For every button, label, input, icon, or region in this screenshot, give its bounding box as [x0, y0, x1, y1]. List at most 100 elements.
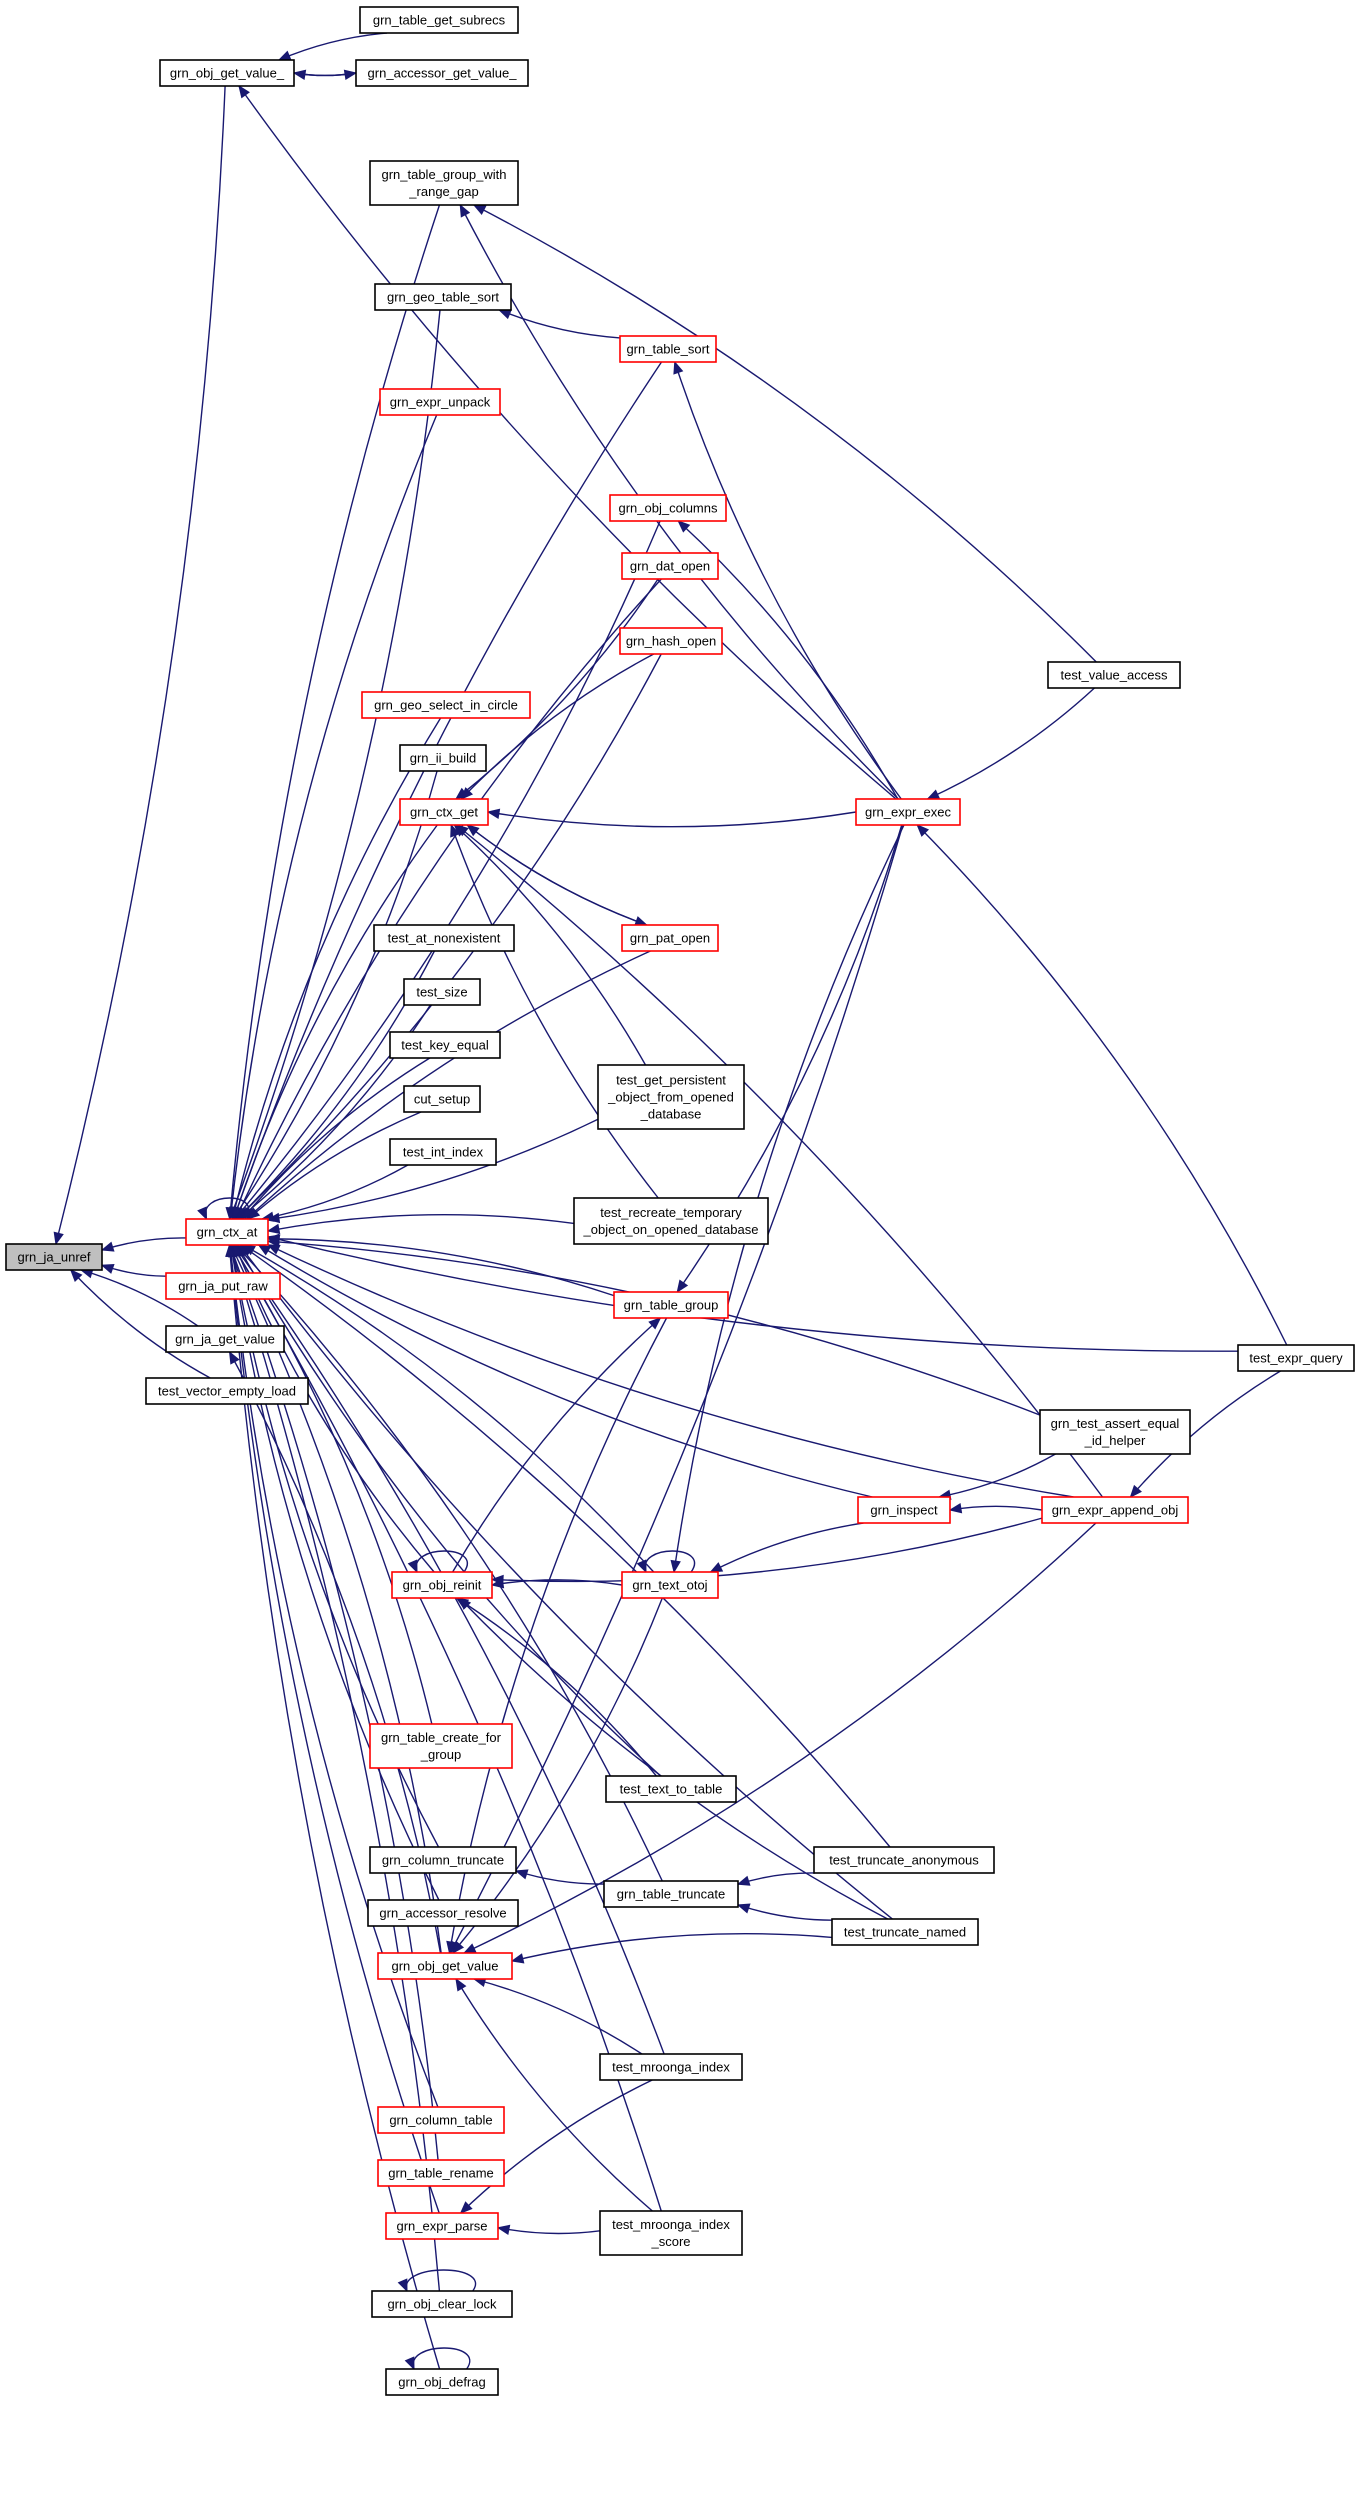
edge-grn_pat_open-to-grn_ctx_get	[466, 824, 647, 926]
edge-line	[473, 1978, 643, 2055]
node-box	[621, 924, 719, 952]
node-label: grn_column_truncate	[382, 1853, 504, 1868]
node-grn-ja-unref[interactable]: grn_ja_unref	[5, 1243, 103, 1271]
node-grn-table-sort[interactable]: grn_table_sort	[619, 335, 717, 363]
edge-line	[405, 2269, 477, 2292]
node-box	[403, 978, 481, 1006]
edge-grn_ctx_get-to-grn_pat_open	[466, 824, 648, 926]
edge-line	[644, 1550, 695, 1573]
edge-arrowhead	[459, 203, 471, 218]
node-grn-geo-select-in-circle[interactable]: grn_geo_select_in_circle	[361, 691, 531, 719]
node-test-truncate-anonymous[interactable]: test_truncate_anonymous	[813, 1846, 995, 1874]
node-grn-inspect[interactable]: grn_inspect	[857, 1496, 951, 1524]
edge-test_recreate_temporary_object_on_opened_database-to-grn_ctx_at	[266, 1213, 575, 1235]
node-test-mroonga-index-score[interactable]: test_mroonga_index_score	[599, 2210, 743, 2256]
node-grn-column-truncate[interactable]: grn_column_truncate	[369, 1846, 517, 1874]
edge-test_mroonga_index-to-grn_ctx_at	[233, 1243, 665, 2055]
node-label: grn_table_truncate	[617, 1887, 725, 1902]
edge-line	[415, 1550, 468, 1573]
edge-line	[487, 811, 857, 828]
node-grn-pat-open[interactable]: grn_pat_open	[621, 924, 719, 952]
node-box	[355, 59, 529, 87]
node-grn-ja-put-raw[interactable]: grn_ja_put_raw	[165, 1272, 281, 1300]
node-grn-table-rename[interactable]: grn_table_rename	[377, 2159, 505, 2187]
edge-arrowhead	[916, 824, 930, 837]
edge-line	[412, 2347, 471, 2370]
node-grn-expr-parse[interactable]: grn_expr_parse	[385, 2212, 499, 2240]
node-box	[369, 160, 519, 206]
node-test-mroonga-index[interactable]: test_mroonga_index	[599, 2053, 743, 2081]
edge-arrowhead	[490, 1574, 504, 1586]
node-test-expr-query[interactable]: test_expr_query	[1237, 1344, 1355, 1372]
edge-test_expr_query-to-grn_expr_append_obj	[1129, 1370, 1281, 1498]
node-grn-column-table[interactable]: grn_column_table	[377, 2106, 505, 2134]
node-grn-table-group[interactable]: grn_table_group	[613, 1291, 729, 1319]
node-grn-obj-get-value[interactable]: grn_obj_get_value	[377, 1952, 513, 1980]
node-grn-obj-reinit[interactable]: grn_obj_reinit	[391, 1571, 493, 1599]
node-grn-ja-get-value[interactable]: grn_ja_get_value	[165, 1325, 285, 1353]
node-test-get-persistent-object-from-opened-database[interactable]: test_get_persistent_object_from_opened_d…	[597, 1064, 745, 1130]
edge-line	[453, 824, 647, 1066]
node-grn-ii-build[interactable]: grn_ii_build	[399, 744, 487, 772]
node-label: test_expr_query	[1249, 1351, 1343, 1366]
edge-arrowhead	[100, 1241, 115, 1252]
node-grn-obj-get-value-[interactable]: grn_obj_get_value_	[159, 59, 295, 87]
node-box	[185, 1218, 269, 1246]
node-test-vector-empty-load[interactable]: test_vector_empty_load	[145, 1377, 309, 1405]
node-test-recreate-temporary-object-on-opened-database[interactable]: test_recreate_temporary_object_on_opened…	[573, 1197, 769, 1245]
node-label: grn_ii_build	[410, 751, 477, 766]
edge-line	[246, 950, 651, 1220]
node-grn-hash-open[interactable]: grn_hash_open	[619, 627, 723, 655]
edge-line	[247, 1111, 422, 1220]
edge-line	[511, 1932, 833, 1962]
node-grn-table-group-with-range-gap[interactable]: grn_table_group_with_range_gap	[369, 160, 519, 206]
node-test-size[interactable]: test_size	[403, 978, 481, 1006]
edge-line	[455, 1978, 653, 2212]
node-grn-dat-open[interactable]: grn_dat_open	[621, 552, 719, 580]
edge-arrowhead	[257, 1244, 272, 1256]
node-box	[377, 2106, 505, 2134]
node-label: grn_expr_append_obj	[1052, 1503, 1179, 1518]
node-grn-table-truncate[interactable]: grn_table_truncate	[603, 1880, 739, 1908]
node-test-at-nonexistent[interactable]: test_at_nonexistent	[373, 924, 515, 952]
edge-grn_table_group-to-grn_ctx_at	[266, 1233, 615, 1297]
node-grn-accessor-get-value-[interactable]: grn_accessor_get_value_	[355, 59, 529, 87]
edge-line	[228, 204, 441, 1220]
node-label: grn_geo_table_sort	[387, 290, 499, 305]
node-test-truncate-named[interactable]: test_truncate_named	[831, 1918, 979, 1946]
node-grn-expr-append-obj[interactable]: grn_expr_append_obj	[1041, 1496, 1189, 1524]
edge-line	[267, 1240, 1041, 1416]
edge-line	[491, 1579, 623, 1586]
node-grn-geo-table-sort[interactable]: grn_geo_table_sort	[374, 283, 512, 311]
node-test-text-to-table[interactable]: test_text_to_table	[605, 1775, 737, 1803]
node-grn-accessor-resolve[interactable]: grn_accessor_resolve	[367, 1899, 519, 1927]
edge-grn_expr_exec-to-grn_text_otoj	[670, 824, 905, 1574]
node-test-value-access[interactable]: test_value_access	[1047, 661, 1181, 689]
node-box	[603, 1880, 739, 1908]
node-grn-table-create-for-group[interactable]: grn_table_create_for_group	[369, 1723, 513, 1769]
node-grn-table-get-subrecs[interactable]: grn_table_get_subrecs	[359, 6, 519, 34]
node-label: grn_dat_open	[630, 559, 710, 574]
node-grn-ctx-at[interactable]: grn_ctx_at	[185, 1218, 269, 1246]
edge-arrowhead	[100, 1263, 115, 1274]
edge-line	[261, 1164, 409, 1220]
node-grn-test-assert-equal-id-helper[interactable]: grn_test_assert_equal_id_helper	[1039, 1409, 1191, 1455]
node-test-int-index[interactable]: test_int_index	[389, 1138, 497, 1166]
edge-arrowhead	[460, 787, 474, 800]
node-box	[359, 6, 519, 34]
node-grn-obj-clear-lock[interactable]: grn_obj_clear_lock	[371, 2290, 513, 2318]
edge-line	[267, 1118, 599, 1221]
edge-arrowhead	[459, 2201, 473, 2214]
edge-arrowhead	[343, 69, 358, 80]
node-test-key-equal[interactable]: test_key_equal	[389, 1031, 501, 1059]
node-cut-setup[interactable]: cut_setup	[403, 1085, 481, 1113]
node-grn-ctx-get[interactable]: grn_ctx_get	[399, 798, 489, 826]
edge-grn_obj_defrag-to-grn_ctx_at	[225, 1243, 441, 2370]
node-grn-expr-unpack[interactable]: grn_expr_unpack	[379, 388, 501, 416]
node-grn-text-otoj[interactable]: grn_text_otoj	[621, 1571, 719, 1599]
node-grn-obj-columns[interactable]: grn_obj_columns	[609, 494, 727, 522]
node-box	[813, 1846, 995, 1874]
node-grn-expr-exec[interactable]: grn_expr_exec	[855, 798, 961, 826]
node-grn-obj-defrag[interactable]: grn_obj_defrag	[385, 2368, 499, 2396]
edge-test_recreate_temporary_object_on_opened_database-to-grn_ctx_get	[450, 823, 659, 1199]
